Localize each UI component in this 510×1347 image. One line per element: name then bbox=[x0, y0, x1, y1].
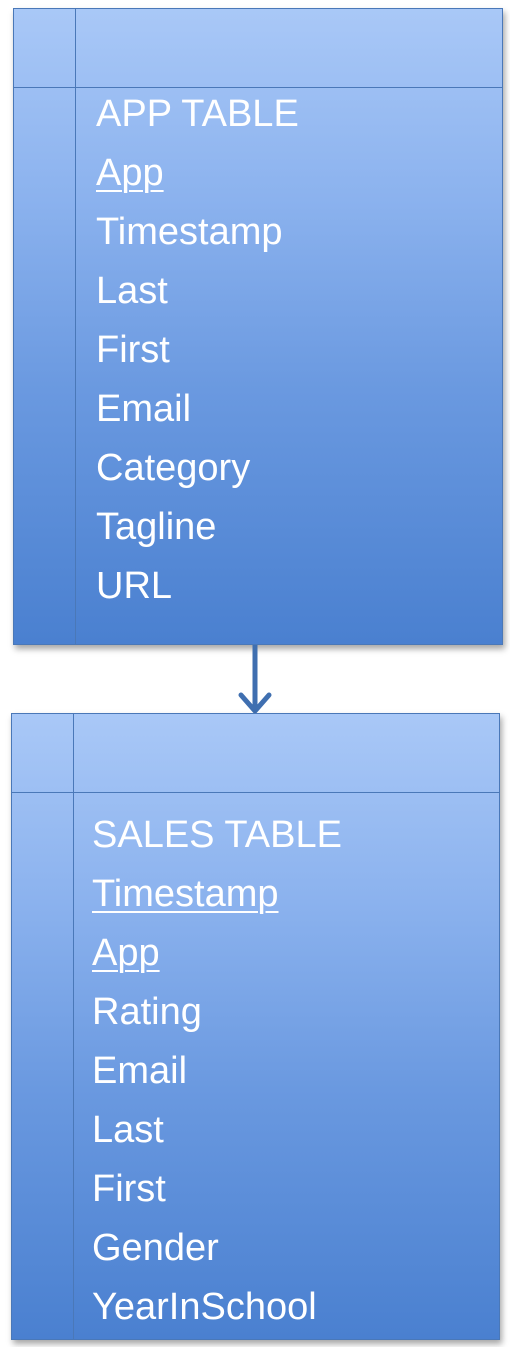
sales-table-field-list: SALES TABLE Timestamp App Rating Email L… bbox=[92, 806, 342, 1337]
app-table-field-last: Last bbox=[96, 270, 168, 312]
app-table-field-url: URL bbox=[96, 565, 173, 607]
app-table-field-first: First bbox=[96, 329, 170, 371]
arrow-head bbox=[238, 692, 272, 714]
sales-table-field-email: Email bbox=[92, 1050, 188, 1092]
app-table-column-divider bbox=[75, 9, 76, 644]
sales-table-field-rating: Rating bbox=[92, 991, 202, 1033]
sales-table-field-yearinschool: YearInSchool bbox=[92, 1286, 317, 1328]
sales-table-title: SALES TABLE bbox=[92, 814, 342, 856]
app-table-field-list: APP TABLE App Timestamp Last First Email… bbox=[96, 85, 299, 616]
app-table-field-email: Email bbox=[96, 388, 192, 430]
app-table-field-category: Category bbox=[96, 447, 251, 489]
app-table-header-divider bbox=[14, 87, 502, 88]
sales-table-field-gender: Gender bbox=[92, 1227, 219, 1269]
app-table-entity: APP TABLE App Timestamp Last First Email… bbox=[13, 8, 503, 645]
sales-table-column-divider bbox=[73, 714, 74, 1339]
app-table-title: APP TABLE bbox=[96, 93, 299, 135]
sales-table-field-first: First bbox=[92, 1168, 166, 1210]
sales-table-field-app: App bbox=[92, 932, 160, 974]
sales-table-field-timestamp: Timestamp bbox=[92, 873, 279, 915]
app-table-field-app: App bbox=[96, 152, 164, 194]
sales-table-field-last: Last bbox=[92, 1109, 164, 1151]
sales-table-header-divider bbox=[12, 792, 499, 793]
app-table-field-tagline: Tagline bbox=[96, 506, 217, 548]
app-table-field-timestamp: Timestamp bbox=[96, 211, 283, 253]
sales-table-entity: SALES TABLE Timestamp App Rating Email L… bbox=[11, 713, 500, 1340]
relationship-arrow bbox=[238, 645, 272, 714]
